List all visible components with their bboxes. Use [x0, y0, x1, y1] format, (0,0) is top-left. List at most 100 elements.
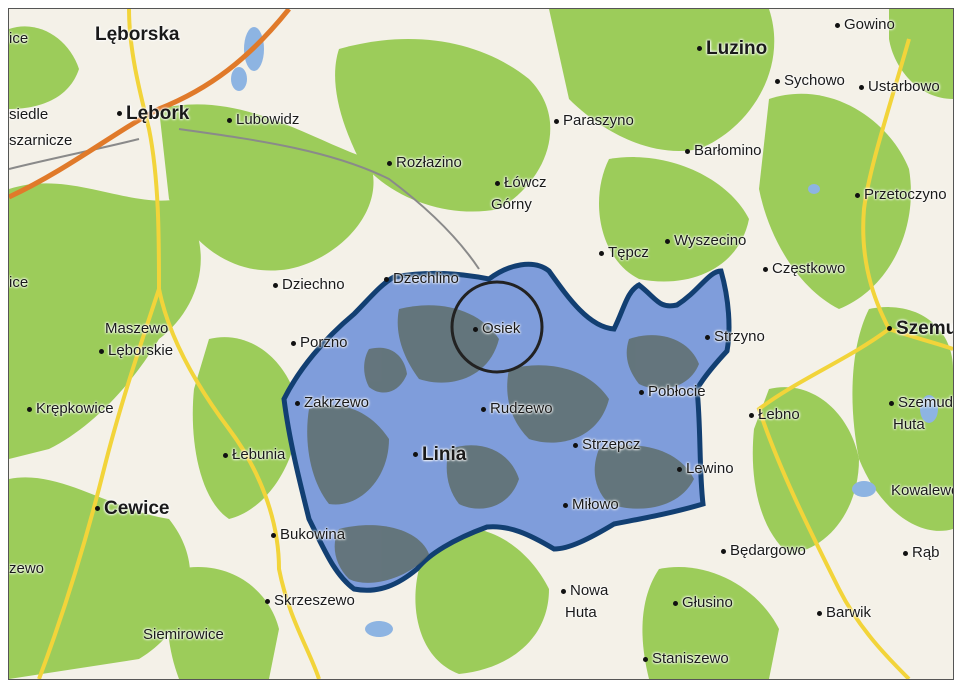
place-dot: [413, 452, 418, 458]
place-leborskie[interactable]: Lęborskie: [99, 343, 173, 359]
place-dot: [817, 610, 822, 616]
place-bedargowo[interactable]: Będargowo: [721, 543, 806, 559]
place-dot: [554, 118, 559, 124]
place-dot: [99, 348, 104, 354]
place-cewice[interactable]: Cewice: [95, 499, 169, 519]
place-dot: [265, 598, 270, 604]
place-dot: [599, 250, 604, 256]
place-szemudzka-huta[interactable]: Huta: [893, 416, 925, 433]
place-dot: [673, 600, 678, 606]
place-dot: [561, 588, 566, 594]
place-osiedle[interactable]: siedle: [9, 106, 49, 123]
place-nowa-huta[interactable]: Huta: [565, 604, 597, 621]
place-lowcz[interactable]: Łówcz: [495, 175, 547, 191]
place-rudzewo[interactable]: Rudzewo: [481, 401, 553, 417]
place-ice-northwest[interactable]: ice: [9, 30, 29, 47]
place-dziechno[interactable]: Dziechno: [273, 277, 345, 293]
place-lubowidz[interactable]: Lubowidz: [227, 112, 299, 128]
map-frame[interactable]: Lęborska Lębork Lubowidz siedle szarnicz…: [8, 8, 954, 680]
place-linia[interactable]: Linia: [413, 445, 466, 465]
place-dot: [887, 326, 892, 332]
place-lebork[interactable]: Lębork: [117, 104, 189, 124]
commune-linia[interactable]: [281, 261, 732, 593]
place-strazyno[interactable]: Strzyno: [705, 329, 765, 345]
place-krepkowice[interactable]: Krępkowice: [27, 401, 114, 417]
place-dot: [273, 282, 278, 288]
place-glusino[interactable]: Głusino: [673, 595, 733, 611]
place-rozlazino[interactable]: Rozłazino: [387, 155, 462, 171]
place-dot: [384, 276, 389, 282]
place-ustarbowo[interactable]: Ustarbowo: [859, 79, 940, 95]
place-przetoczyno[interactable]: Przetoczyno: [855, 187, 947, 203]
commune-polygon[interactable]: [281, 261, 732, 593]
place-dot: [27, 406, 32, 412]
place-dot: [473, 326, 478, 332]
place-dot: [677, 466, 682, 472]
forest-areas: [9, 9, 953, 679]
place-milowo[interactable]: Miłowo: [563, 497, 619, 513]
place-dot: [481, 406, 486, 412]
place-strzepcz[interactable]: Strzepcz: [573, 437, 640, 453]
place-dot: [573, 442, 578, 448]
place-dot: [855, 192, 860, 198]
place-dot: [665, 238, 670, 244]
commune-forest-overlay: [307, 305, 699, 583]
place-dot: [721, 548, 726, 554]
place-gorny[interactable]: Górny: [491, 196, 532, 213]
place-dot: [223, 452, 228, 458]
place-dot: [563, 502, 568, 508]
place-lewino[interactable]: Lewino: [677, 461, 734, 477]
place-kowalewo[interactable]: Kowalewo: [891, 482, 954, 499]
place-siemirowice[interactable]: Siemirowice: [143, 626, 224, 643]
place-luzino[interactable]: Luzino: [697, 39, 767, 59]
place-dot: [903, 550, 908, 556]
place-poblocie[interactable]: Pobłocie: [639, 384, 706, 400]
place-ice-west[interactable]: ice: [9, 274, 29, 291]
place-dot: [775, 78, 780, 84]
place-dot: [763, 266, 768, 272]
place-wyszecino[interactable]: Wyszecino: [665, 233, 746, 249]
place-dot: [639, 389, 644, 395]
place-dot: [705, 334, 710, 340]
place-lebunia[interactable]: Łebunia: [223, 447, 285, 463]
place-szemud[interactable]: Szemud: [887, 319, 953, 339]
place-barwik[interactable]: Barwik: [817, 605, 871, 621]
place-dot: [697, 46, 702, 52]
place-lebno[interactable]: Łebno: [749, 407, 800, 423]
place-dot: [889, 400, 894, 406]
place-staniszewo[interactable]: Staniszewo: [643, 651, 729, 667]
place-zewo[interactable]: zewo: [9, 560, 45, 577]
place-sychowo[interactable]: Sychowo: [775, 73, 845, 89]
place-dot: [271, 532, 276, 538]
place-skrzeszewo[interactable]: Skrzeszewo: [265, 593, 355, 609]
place-porzno[interactable]: Porzno: [291, 335, 348, 351]
place-osiek[interactable]: Osiek: [473, 321, 520, 337]
place-dot: [291, 340, 296, 346]
place-dot: [387, 160, 392, 166]
place-barlomino[interactable]: Barłomino: [685, 143, 762, 159]
place-dot: [495, 180, 500, 186]
place-dot: [227, 117, 232, 123]
place-dot: [95, 506, 100, 512]
place-dot: [749, 412, 754, 418]
place-gowino[interactable]: Gowino: [835, 17, 895, 33]
place-bukowina[interactable]: Bukowina: [271, 527, 345, 543]
place-dot: [117, 111, 122, 117]
place-dot: [685, 148, 690, 154]
place-dot: [295, 400, 300, 406]
place-paraszyno[interactable]: Paraszyno: [554, 113, 634, 129]
place-leborska[interactable]: Lęborska: [95, 24, 180, 45]
place-szemudzka[interactable]: Szemudzka: [889, 395, 953, 411]
place-dot: [859, 84, 864, 90]
place-rab[interactable]: Rąb: [903, 545, 940, 561]
place-dot: [643, 656, 648, 662]
place-czestkowo[interactable]: Częstkowo: [763, 261, 845, 277]
place-zakrzewo[interactable]: Zakrzewo: [295, 395, 369, 411]
map-canvas[interactable]: [9, 9, 953, 679]
place-dzechlino[interactable]: Dzechlino: [384, 271, 459, 287]
place-tepcz[interactable]: Tępcz: [599, 245, 649, 261]
place-szarnicze[interactable]: szarnicze: [9, 132, 73, 149]
place-dot: [835, 22, 840, 28]
place-nowa[interactable]: Nowa: [561, 583, 608, 599]
place-maszewo[interactable]: Maszewo: [105, 320, 169, 337]
